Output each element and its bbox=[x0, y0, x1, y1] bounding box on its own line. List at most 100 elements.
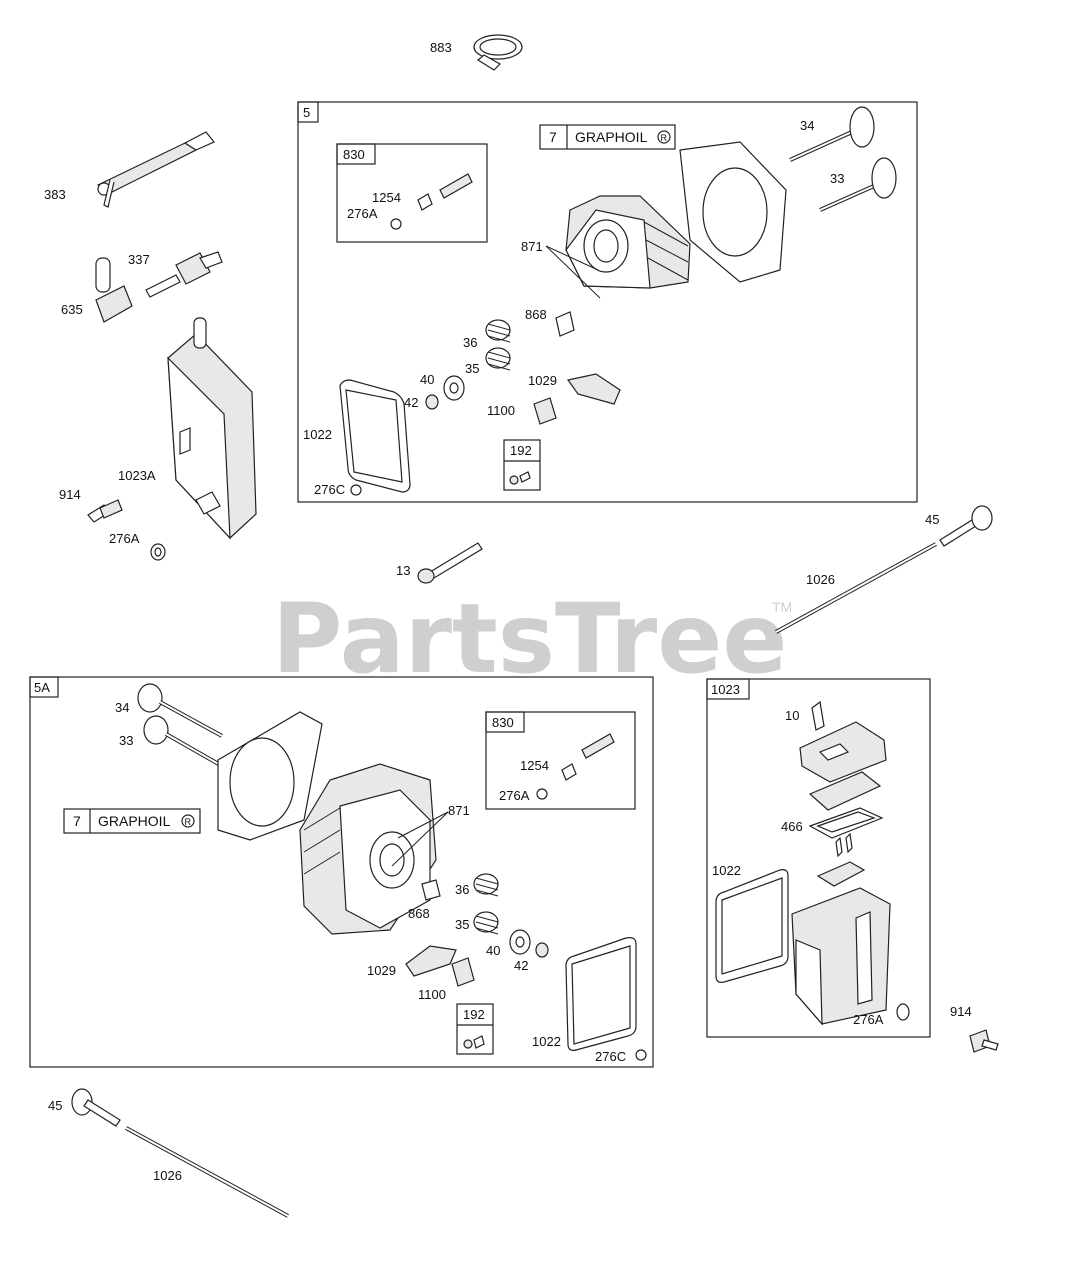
part-1026-pushrod-left[interactable] bbox=[125, 1126, 289, 1218]
assembly-5a-tag: 5A bbox=[34, 680, 50, 695]
top-part-868[interactable] bbox=[555, 311, 575, 337]
bot-head-gasket[interactable] bbox=[217, 711, 323, 841]
bot-washer-276c[interactable] bbox=[635, 1049, 647, 1061]
assembly-5a-frame[interactable]: 5A bbox=[29, 676, 654, 1068]
bot-part-868[interactable] bbox=[421, 879, 441, 901]
top-part-40[interactable] bbox=[443, 375, 465, 401]
leader-lines bbox=[391, 245, 601, 867]
kit-830-top-frame[interactable]: 830 bbox=[336, 143, 488, 243]
label-top-36: 36 bbox=[463, 335, 477, 350]
assembly-5-tag: 5 bbox=[303, 105, 310, 120]
assembly-5-frame[interactable]: 5 bbox=[297, 101, 918, 503]
top-valve-34[interactable] bbox=[789, 106, 875, 162]
vc-valve-cover[interactable] bbox=[791, 887, 891, 1026]
graphoil-top-text: GRAPHOIL bbox=[575, 129, 648, 145]
bot-valve-33[interactable] bbox=[143, 715, 223, 768]
part-276a-washer-left[interactable] bbox=[150, 543, 166, 561]
label-top-276a: 276A bbox=[347, 206, 378, 221]
kit-192-bottom-frame[interactable]: 192 bbox=[456, 1003, 494, 1055]
kit-192-top-tag: 192 bbox=[510, 443, 532, 458]
graphoil-top-num: 7 bbox=[549, 129, 557, 145]
label-bot-1254: 1254 bbox=[520, 758, 549, 773]
part-914-bolt-right[interactable] bbox=[969, 1029, 999, 1053]
bot-part-1029[interactable] bbox=[405, 945, 457, 977]
part-635-boot[interactable] bbox=[95, 257, 133, 323]
label-914-right: 914 bbox=[950, 1004, 972, 1019]
label-1023a: 1023A bbox=[118, 468, 156, 483]
label-bot-1029: 1029 bbox=[367, 963, 396, 978]
label-top-42: 42 bbox=[404, 395, 418, 410]
graphoil-bottom[interactable]: 7 GRAPHOIL R bbox=[63, 808, 201, 834]
label-1026-left: 1026 bbox=[153, 1168, 182, 1183]
label-top-40: 40 bbox=[420, 372, 434, 387]
top-washer-276c[interactable] bbox=[350, 484, 362, 496]
kit-830-bottom-frame[interactable]: 830 bbox=[485, 711, 636, 810]
label-bot-1022: 1022 bbox=[532, 1034, 561, 1049]
top-cylinder-head[interactable] bbox=[565, 195, 691, 289]
vc-gasket-466[interactable] bbox=[808, 807, 884, 839]
vc-reed[interactable] bbox=[816, 861, 866, 887]
watermark: PartsTree TM bbox=[272, 583, 792, 695]
part-13-bolt[interactable] bbox=[417, 542, 483, 584]
part-45-valve-right[interactable] bbox=[939, 505, 993, 547]
label-top-1022: 1022 bbox=[303, 427, 332, 442]
bot-part-42[interactable] bbox=[535, 942, 549, 958]
top-gasket-1022[interactable] bbox=[339, 379, 411, 493]
graphoil-top[interactable]: 7 GRAPHOIL R bbox=[539, 124, 676, 150]
label-vc-466: 466 bbox=[781, 819, 803, 834]
label-276a-left: 276A bbox=[109, 531, 140, 546]
label-vc-276a: 276A bbox=[853, 1012, 884, 1027]
part-337-spark-plug[interactable] bbox=[145, 251, 223, 298]
label-bot-871: 871 bbox=[448, 803, 470, 818]
assembly-1023-frame[interactable]: 1023 bbox=[706, 678, 931, 1038]
top-head-gasket[interactable] bbox=[679, 141, 787, 283]
vc-washer-276a[interactable] bbox=[896, 1003, 910, 1021]
bot-spring-35[interactable] bbox=[473, 911, 499, 935]
top-part-42[interactable] bbox=[425, 394, 439, 410]
assembly-1023-tag: 1023 bbox=[711, 682, 740, 697]
top-part-1029[interactable] bbox=[566, 373, 621, 405]
part-1026-pushrod-right[interactable] bbox=[775, 542, 937, 634]
part-45-valve-left[interactable] bbox=[71, 1088, 121, 1127]
label-vc-10: 10 bbox=[785, 708, 799, 723]
bot-kit-830-screw[interactable] bbox=[536, 733, 615, 800]
top-kit-830-screw[interactable] bbox=[390, 173, 473, 230]
part-1023a-valve-cover[interactable] bbox=[167, 317, 257, 540]
bot-valve-34[interactable] bbox=[137, 683, 223, 738]
vc-screw-10[interactable] bbox=[811, 700, 825, 731]
bot-cylinder-head[interactable] bbox=[299, 763, 437, 935]
vc-breather-cover[interactable] bbox=[799, 721, 887, 783]
top-spring-36[interactable] bbox=[485, 319, 511, 343]
bot-gasket-1022[interactable] bbox=[565, 937, 637, 1051]
part-914-bolt-left[interactable] bbox=[87, 499, 123, 523]
graphoil-bottom-num: 7 bbox=[73, 813, 81, 829]
vc-breather-plate[interactable] bbox=[808, 771, 882, 811]
top-kit-192-plug[interactable] bbox=[509, 471, 531, 485]
label-bot-36: 36 bbox=[455, 882, 469, 897]
vc-small-screws[interactable] bbox=[835, 832, 853, 858]
top-spring-35[interactable] bbox=[485, 347, 511, 371]
label-13: 13 bbox=[396, 563, 410, 578]
bot-spring-36[interactable] bbox=[473, 873, 499, 897]
vc-gasket-1022[interactable] bbox=[715, 869, 789, 983]
top-part-1100[interactable] bbox=[533, 397, 557, 425]
label-top-34: 34 bbox=[800, 118, 814, 133]
label-top-33: 33 bbox=[830, 171, 844, 186]
top-valve-33[interactable] bbox=[819, 157, 897, 212]
part-labels: 883 383 337 635 914 1023A 276A 13 45 102… bbox=[44, 40, 972, 1183]
bot-kit-192-plug[interactable] bbox=[463, 1035, 485, 1049]
label-383: 383 bbox=[44, 187, 66, 202]
label-top-276c: 276C bbox=[314, 482, 345, 497]
part-883-clip[interactable] bbox=[473, 34, 523, 71]
label-337: 337 bbox=[128, 252, 150, 267]
graphoil-top-mark: R bbox=[661, 133, 668, 143]
bot-part-40[interactable] bbox=[509, 929, 531, 955]
kit-192-top-frame[interactable]: 192 bbox=[503, 439, 541, 491]
part-383-tool[interactable] bbox=[96, 131, 215, 208]
kit-830-bottom-tag: 830 bbox=[492, 715, 514, 730]
label-top-35: 35 bbox=[465, 361, 479, 376]
label-top-871: 871 bbox=[521, 239, 543, 254]
kit-830-top-tag: 830 bbox=[343, 147, 365, 162]
bot-part-1100[interactable] bbox=[451, 957, 475, 987]
label-top-1100: 1100 bbox=[487, 403, 515, 418]
